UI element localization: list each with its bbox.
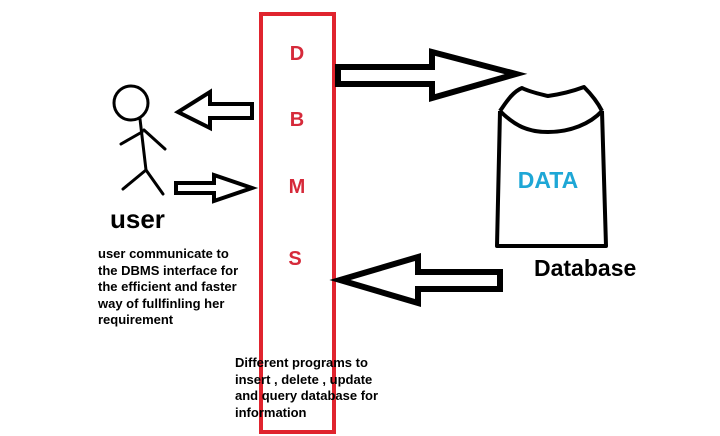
database-data-label: DATA (518, 167, 578, 193)
arrow-database-to-dbms-icon (329, 252, 503, 308)
database-cylinder-rim (498, 109, 604, 134)
dbms-letter-m: M (289, 176, 306, 198)
user-title: user (110, 204, 165, 234)
database-cylinder-top (498, 85, 604, 113)
arrow-dbms-to-database-icon (335, 48, 528, 102)
dbms-description: Different programs to insert , delete , … (235, 355, 379, 420)
dbms-box (259, 12, 336, 434)
user-leg-left (121, 168, 148, 191)
dbms-letter-s: S (288, 248, 301, 270)
arrow-dbms-to-user-icon (173, 88, 254, 132)
user-arm-right (142, 128, 167, 151)
dbms-letter-b: B (290, 109, 304, 131)
user-body (138, 117, 148, 172)
database-title: Database (534, 255, 637, 281)
dbms-letter-d: D (290, 43, 304, 65)
arrow-user-to-dbms-icon (174, 172, 259, 204)
user-head (112, 84, 150, 122)
user-leg-right (144, 168, 165, 196)
database-cylinder-body (495, 110, 608, 248)
database-cylinder-icon (495, 85, 608, 248)
user-description: user communicate to the DBMS interface f… (98, 246, 239, 327)
user-arm-left (119, 130, 144, 146)
user-stick-figure-icon (112, 84, 167, 196)
